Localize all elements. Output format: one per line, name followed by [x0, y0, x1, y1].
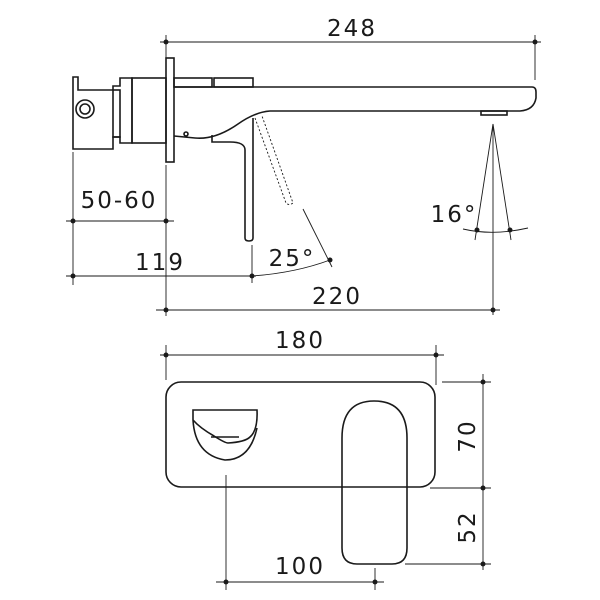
- dim-dot: [249, 273, 255, 279]
- top-block-1: [173, 77, 213, 88]
- wall-flange: [165, 57, 175, 163]
- front-view: 180 70 52 100: [160, 328, 491, 590]
- lever-handle: [341, 400, 408, 565]
- dim-dot: [163, 307, 169, 313]
- dim-handle-drop: 52: [455, 510, 481, 543]
- dim-dot: [480, 485, 486, 491]
- dim-plate-height: 70: [455, 419, 481, 452]
- wall-plate: [165, 381, 436, 488]
- dim-dot: [480, 379, 486, 385]
- dim-dot: [327, 257, 333, 263]
- dim-dot: [474, 227, 480, 233]
- spray-angle-arc: [462, 227, 529, 233]
- screw: [183, 131, 189, 137]
- dim-dot: [70, 273, 76, 279]
- dim-dot: [507, 227, 513, 233]
- dim-dot: [163, 352, 169, 358]
- handle-rotated-outline: [254, 115, 294, 205]
- dim-dot: [163, 39, 169, 45]
- top-block-2: [213, 77, 254, 88]
- dim-dot: [480, 561, 486, 567]
- dim-handle-offset: 119: [135, 250, 185, 276]
- dim-dot: [433, 352, 439, 358]
- dim-overall-length: 248: [327, 16, 377, 42]
- side-view: 248 50-60 119 220 25° 16°: [66, 16, 541, 316]
- valve-port: [75, 99, 95, 119]
- valve-thread: [112, 89, 121, 138]
- dim-handle-angle: 25°: [269, 246, 316, 272]
- spray-line-left: [474, 123, 494, 241]
- dim-wall-depth: 50-60: [81, 188, 158, 214]
- dim-centres: 100: [275, 554, 325, 580]
- handle-angle-line: [302, 208, 333, 268]
- valve-port-inner: [79, 103, 91, 115]
- handle-angle-arc: [251, 259, 331, 277]
- handle: [211, 118, 254, 242]
- dim-dot: [490, 307, 496, 313]
- aerator: [480, 110, 508, 116]
- dim-spout-reach: 220: [312, 284, 362, 310]
- valve-cylinder: [131, 77, 167, 144]
- dim-dot: [372, 579, 378, 585]
- dim-dot: [163, 218, 169, 224]
- dim-dot: [532, 39, 538, 45]
- dim-dot: [223, 579, 229, 585]
- dim-plate-width: 180: [275, 328, 325, 354]
- dim-dot: [70, 218, 76, 224]
- spout-outlet: [192, 409, 258, 461]
- dim-spray-angle: 16°: [431, 202, 478, 228]
- spray-line-right: [492, 123, 512, 241]
- spout: [173, 86, 537, 140]
